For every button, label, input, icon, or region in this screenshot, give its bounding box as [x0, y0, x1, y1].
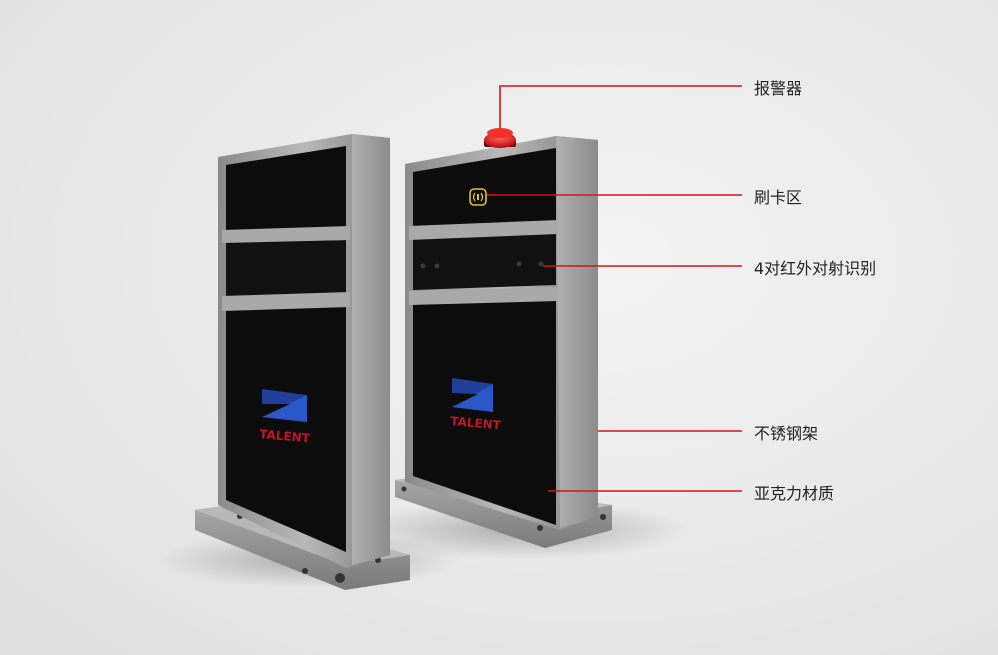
- card-reader-icon: [469, 188, 487, 206]
- right-gate: TALENT: [395, 128, 612, 548]
- left-crossbar: [222, 226, 350, 243]
- right-base-bolt: [537, 525, 543, 531]
- right-base-bolt: [600, 514, 606, 520]
- callout-label-card-area: 刷卡区: [754, 188, 803, 207]
- left-gate: TALENT: [195, 134, 410, 590]
- left-base-bolt: [335, 573, 345, 583]
- infrared-sensor: [538, 261, 544, 267]
- left-panel-bottom: [226, 306, 346, 552]
- left-crossbar: [222, 292, 350, 311]
- right-base-bolt: [401, 486, 407, 492]
- left-base-bolt: [302, 568, 308, 574]
- right-panel-bottom: [413, 300, 556, 525]
- left-frame-side: [352, 134, 390, 565]
- callout-lines: [487, 85, 742, 492]
- callout-line-alarm: [499, 85, 742, 128]
- right-brand-text: TALENT: [450, 414, 502, 432]
- right-crossbar: [409, 220, 558, 240]
- callout-label-steel-frame: 不锈钢架: [754, 424, 819, 443]
- right-panel-top: [413, 148, 556, 228]
- infrared-sensor: [420, 263, 426, 269]
- left-panel-top: [226, 146, 346, 233]
- callout-label-acrylic: 亚克力材质: [754, 484, 835, 503]
- callout-label-infrared: 4对红外对射识别: [754, 259, 877, 278]
- right-brand-logo: [452, 378, 493, 412]
- alarm-beacon-icon: [484, 128, 516, 148]
- callout-label-alarm: 报警器: [754, 79, 803, 98]
- right-panel-mid: [413, 233, 556, 290]
- left-brand-logo: [262, 389, 307, 422]
- left-panel-mid: [226, 240, 346, 297]
- left-brand-text: TALENT: [259, 427, 311, 445]
- infrared-sensor: [434, 263, 440, 269]
- right-frame-side: [556, 136, 598, 528]
- right-crossbar: [409, 287, 558, 305]
- infrared-sensor: [516, 261, 522, 267]
